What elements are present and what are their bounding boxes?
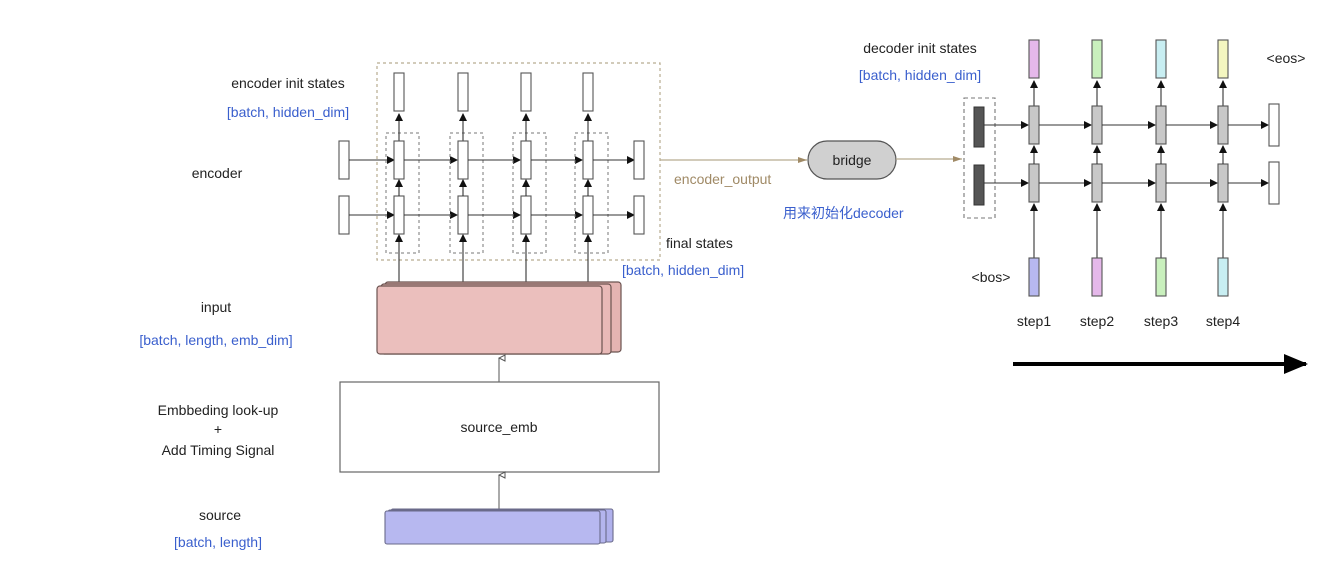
encoder-cell xyxy=(393,195,405,235)
decoder-input-token-1 xyxy=(1028,257,1040,297)
encoder-cell xyxy=(457,195,469,235)
decoder-output-token-3 xyxy=(1155,39,1167,79)
decoder-cell xyxy=(1028,105,1040,145)
step-label-4: step4 xyxy=(1206,313,1240,329)
source-tensor xyxy=(384,508,614,545)
input-label: input xyxy=(201,299,231,315)
input-tensor-layer-1 xyxy=(376,285,603,355)
decoder-cell xyxy=(1091,163,1103,203)
encoder-timestep-group xyxy=(449,132,484,254)
encoder-output-state xyxy=(582,72,594,112)
input-tensor xyxy=(376,281,622,355)
step-label-3: step3 xyxy=(1144,313,1178,329)
bos-label: <bos> xyxy=(972,269,1011,285)
encoder-rnn xyxy=(338,72,645,284)
decoder-cell xyxy=(1155,105,1167,145)
embedding-label-line3: Add Timing Signal xyxy=(162,442,275,458)
decoder-final-state-layer-2 xyxy=(1268,161,1280,205)
decoder-input-token-4 xyxy=(1217,257,1229,297)
encoder-timestep-group xyxy=(385,132,420,254)
encoder-output-label: encoder_output xyxy=(674,171,771,187)
encoder-label: encoder xyxy=(192,165,243,181)
decoder-init-state-layer-1 xyxy=(973,106,985,148)
encoder-final-state-layer-2 xyxy=(633,195,645,235)
decoder-init-states-shape: [batch, hidden_dim] xyxy=(859,67,981,83)
input-shape: [batch, length, emb_dim] xyxy=(139,332,292,348)
decoder-input-token-3 xyxy=(1155,257,1167,297)
decoder-init-state-layer-2 xyxy=(973,164,985,206)
encoder-cell xyxy=(393,140,405,180)
encoder-cell xyxy=(520,195,532,235)
embedding-label-line2: + xyxy=(214,421,222,437)
source-shape: [batch, length] xyxy=(174,534,262,550)
step-label-1: step1 xyxy=(1017,313,1051,329)
embedding-label-line1: Embbeding look-up xyxy=(158,402,279,418)
decoder-rnn xyxy=(984,39,1280,297)
step-label-2: step2 xyxy=(1080,313,1114,329)
decoder-output-token-2 xyxy=(1091,39,1103,79)
decoder-init-states-label: decoder init states xyxy=(863,40,977,56)
decoder-cell xyxy=(1217,163,1229,203)
encoder-output-state xyxy=(393,72,405,112)
source-emb-label: source_emb xyxy=(460,419,537,435)
encoder-initial-state-layer-1 xyxy=(338,140,350,180)
encoder-cell xyxy=(520,140,532,180)
encoder-timestep-group xyxy=(512,132,547,254)
decoder-final-state-layer-1 xyxy=(1268,103,1280,147)
encoder-init-states-shape: [batch, hidden_dim] xyxy=(227,104,349,120)
decoder-cell xyxy=(1155,163,1167,203)
final-states-label: final states xyxy=(666,235,733,251)
decoder-cell xyxy=(1028,163,1040,203)
encoder-final-state-layer-1 xyxy=(633,140,645,180)
encoder-output-state xyxy=(520,72,532,112)
bridge-node xyxy=(807,140,897,180)
encoder-timestep-group xyxy=(574,132,609,254)
source-label: source xyxy=(199,507,241,523)
encoder-cell xyxy=(582,140,594,180)
source-tensor-layer-1 xyxy=(384,510,601,545)
decoder-input-token-2 xyxy=(1091,257,1103,297)
decoder-cell xyxy=(1091,105,1103,145)
eos-label: <eos> xyxy=(1267,50,1306,66)
encoder-cell xyxy=(457,140,469,180)
decoder-output-token-1 xyxy=(1028,39,1040,79)
encoder-output-state xyxy=(457,72,469,112)
decoder-output-token-4 xyxy=(1217,39,1229,79)
encoder-initial-state-layer-2 xyxy=(338,195,350,235)
decoder-init-dashed-box xyxy=(963,97,996,219)
final-states-shape: [batch, hidden_dim] xyxy=(622,262,744,278)
bridge-label: bridge xyxy=(833,152,872,168)
encoder-cell xyxy=(582,195,594,235)
source-emb-box xyxy=(339,381,660,473)
bridge-note: 用来初始化decoder xyxy=(783,205,904,221)
decoder-cell xyxy=(1217,105,1229,145)
encoder-init-states-label: encoder init states xyxy=(231,75,345,91)
